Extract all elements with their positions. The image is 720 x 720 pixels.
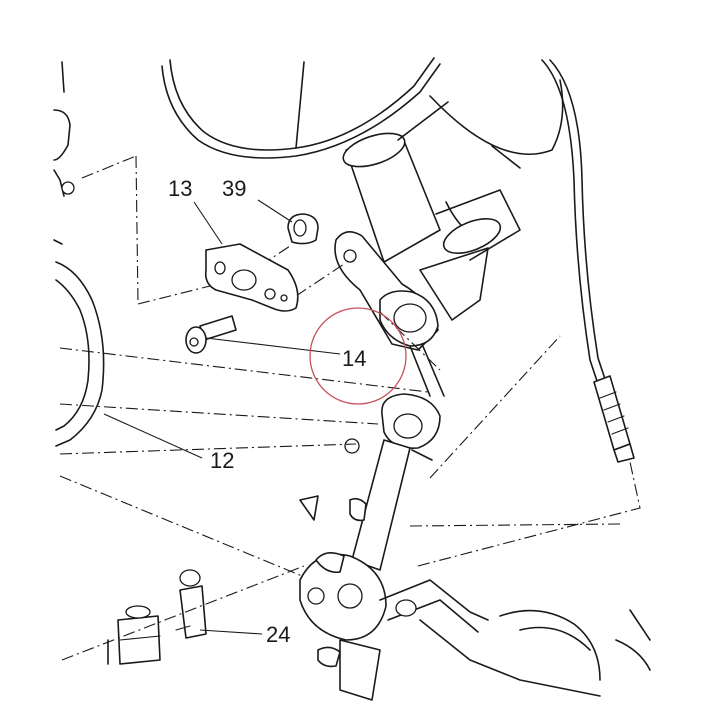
leader-lines <box>103 199 341 635</box>
fairing-outline <box>53 61 105 447</box>
highlight-circle <box>309 307 407 405</box>
upper-hose <box>161 57 441 159</box>
part-39-grommet <box>287 213 319 245</box>
lower-right-parts <box>379 579 651 697</box>
part-14-bolt <box>185 315 237 354</box>
callout-24: 24 <box>266 622 290 647</box>
centre-lines <box>59 155 641 661</box>
callout-12: 12 <box>210 448 234 473</box>
part-13-bracket-plate <box>204 243 299 312</box>
brake-hose <box>541 59 635 463</box>
fork-tube <box>342 79 564 321</box>
callout-14: 14 <box>342 346 366 371</box>
lower-left-parts <box>107 438 360 665</box>
callout-13: 13 <box>168 176 192 201</box>
caliper-bracket <box>299 231 445 701</box>
callout-39: 39 <box>222 176 246 201</box>
